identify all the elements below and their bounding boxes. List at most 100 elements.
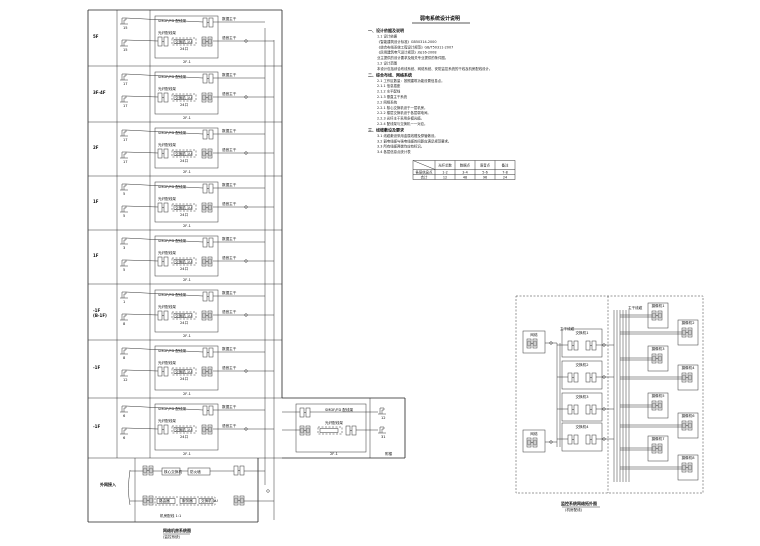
camera-unit-label: 摄像机5	[651, 393, 664, 398]
camera-unit-label: 摄像机1	[651, 303, 664, 308]
camera-unit	[677, 319, 699, 346]
panel-left	[201, 36, 207, 47]
panel-right	[163, 36, 169, 47]
outlet-shape	[380, 407, 385, 414]
panel-left	[202, 237, 208, 248]
patch-panel-icon	[202, 237, 214, 248]
info-outlet-icon: 8	[120, 313, 128, 326]
panel-left	[157, 202, 163, 213]
cabinet-bottom-label: 光纤配线架	[158, 304, 176, 309]
patch-panel-icon	[201, 148, 213, 159]
panel-right	[657, 443, 663, 454]
cabinet-box	[154, 235, 219, 277]
module-label: 24口	[180, 321, 189, 325]
outlet-shape	[122, 347, 127, 354]
notes-section-heading: 二、综合布线、网络系统	[368, 71, 412, 77]
table-cell: 12	[443, 175, 447, 179]
info-outlet-icon: 5	[120, 183, 128, 196]
junction-node	[602, 375, 606, 379]
switch-frame	[171, 425, 197, 434]
panel-right	[573, 434, 579, 445]
switch-frame	[171, 367, 197, 376]
panel-left	[585, 404, 591, 415]
table-cell: 96	[483, 175, 487, 179]
riser-voice-label: 语音主干	[222, 365, 237, 370]
outlet-count: 15	[123, 48, 128, 52]
cabinet-bottom-label: 光纤配线架	[158, 250, 176, 255]
patch-panel-icon	[299, 425, 311, 436]
switch-label: 交换机 1U	[175, 95, 192, 100]
system-diagram-title: 网络机房系统图	[163, 527, 191, 533]
panel-left	[157, 148, 163, 159]
junction-node	[244, 39, 248, 43]
riser-data-label: 数据主干	[222, 346, 237, 351]
panel-right	[208, 405, 214, 416]
camera-unit-label: 摄像机3	[651, 346, 664, 351]
outlet-count: 1	[123, 300, 125, 304]
module-label: 24口	[180, 47, 189, 51]
panel-right	[163, 424, 169, 435]
cabinet-box	[154, 403, 219, 451]
panel-right	[208, 347, 214, 358]
annex-label: 附楼	[385, 451, 393, 456]
patch-panel-icon	[233, 495, 245, 506]
patch-panel-icon	[157, 36, 169, 47]
panel-left	[585, 434, 591, 445]
voice-link	[125, 427, 159, 430]
junction-node	[266, 489, 270, 493]
core-device-3-label: 路由器	[159, 498, 170, 503]
riser-data-label: 数据主干	[222, 290, 237, 295]
cabinet-bottom-label: 光纤配线架	[158, 142, 176, 147]
core-footer: 机房配线 1:1	[160, 513, 181, 518]
riser-data-label: 数据主干	[222, 128, 237, 133]
camera-unit	[647, 392, 669, 419]
panel-inner	[149, 497, 153, 504]
panel-left	[201, 202, 207, 213]
panel-left	[157, 92, 163, 103]
panel-left	[202, 129, 208, 140]
cabinet-id: 2F-1	[183, 392, 191, 396]
table-cell: 7-8	[502, 170, 508, 174]
annex-top-label: SMDF/FD 配线架	[325, 407, 354, 412]
panel-left	[681, 420, 687, 431]
info-outlet-icon: 17	[120, 95, 128, 108]
core-device-5	[198, 498, 214, 504]
patch-panel-icon	[681, 372, 693, 383]
switch-label: 交换机 1U	[175, 205, 192, 210]
patch-panel-icon	[345, 425, 357, 436]
notes-line: 2.2 网络系统	[377, 99, 398, 104]
patch-panel-icon	[201, 424, 213, 435]
voice-link	[125, 39, 159, 42]
panel-inner	[652, 355, 656, 362]
outlet-shape	[122, 17, 127, 24]
cabinet-box	[154, 15, 219, 59]
notes-line: 2.2.3 光纤主干采用多模光缆。	[377, 116, 424, 121]
switch-frame	[171, 93, 197, 102]
patch-panel-icon	[202, 291, 214, 302]
patch-panel-icon	[142, 465, 154, 476]
notes-section-heading: 一、设计依据及说明	[368, 27, 404, 33]
junction-node	[244, 259, 248, 263]
panel-right	[239, 495, 245, 506]
patch-panel-icon	[201, 366, 213, 377]
table-cell: 各层信息点	[416, 169, 434, 174]
info-outlet-icon: 6	[120, 405, 128, 418]
notes-line: 2.1.2 水平配线	[377, 89, 401, 94]
table-cell: 5-6	[482, 170, 488, 174]
junction-node	[244, 205, 248, 209]
outlet-shape	[122, 237, 127, 244]
panel-right	[148, 495, 154, 506]
outlet-shape	[122, 39, 127, 46]
panel-inner	[202, 94, 206, 101]
panel-inner	[688, 422, 692, 429]
switch-unit	[173, 205, 193, 210]
panel-inner	[533, 439, 537, 446]
switch-label: 交换机 1U	[175, 151, 192, 156]
notes-line: 2.1.1 信息插座	[377, 83, 401, 88]
cabinet-box	[154, 71, 219, 115]
patch-panel-icon	[157, 424, 169, 435]
switch-frame	[171, 257, 197, 266]
